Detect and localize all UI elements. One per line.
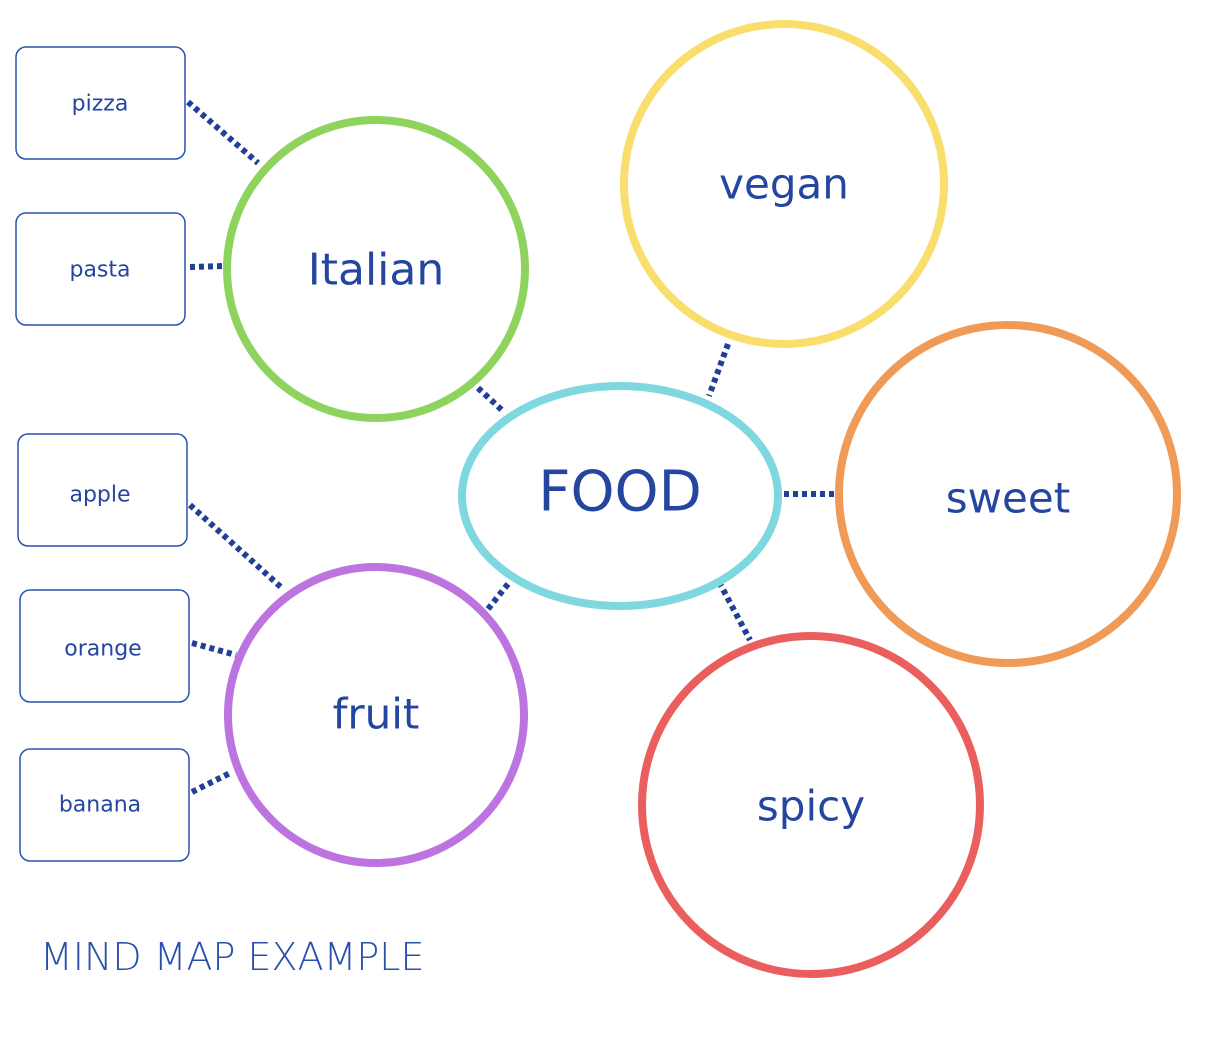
leaf-label-pizza: pizza (72, 92, 129, 117)
node-italian: Italian (223, 116, 529, 422)
vegan-label: vegan (719, 160, 849, 209)
leaf-pizza: pizza (15, 46, 186, 160)
leaf-box-orange (19, 589, 190, 703)
connector-fruit-banana (190, 769, 234, 795)
node-center: FOOD (458, 382, 782, 610)
spicy-label: spicy (757, 782, 865, 831)
fruit-circle (224, 563, 528, 867)
italian-circle (223, 116, 529, 422)
italian-label: Italian (308, 245, 445, 296)
leaf-label-banana: banana (59, 793, 141, 818)
node-fruit: fruit (224, 563, 528, 867)
connector-food-spicy (716, 580, 753, 642)
leaf-box-pizza (15, 46, 186, 160)
leaf-apple: apple (17, 433, 188, 547)
connectors (186, 99, 838, 795)
connector-food-fruit (485, 582, 511, 611)
connector-fruit-apple (187, 502, 286, 592)
connector-fruit-orange (191, 640, 237, 658)
leaf-box-pasta (15, 212, 186, 326)
connector-food-italian (475, 385, 507, 415)
vegan-circle (620, 20, 948, 348)
node-vegan: vegan (620, 20, 948, 348)
leaf-label-pasta: pasta (69, 258, 130, 283)
leaf-box-banana (19, 748, 190, 862)
leaf-banana: banana (19, 748, 190, 862)
connector-italian-pizza (186, 99, 260, 166)
center-ellipse (458, 382, 782, 610)
sweet-circle (835, 321, 1181, 667)
node-spicy: spicy (638, 632, 984, 978)
leaf-orange: orange (19, 589, 190, 703)
diagram-caption: MIND MAP EXAMPLE (40, 935, 424, 979)
leaf-pasta: pasta (15, 212, 186, 326)
leaf-label-orange: orange (64, 637, 141, 662)
connector-food-vegan (706, 342, 731, 398)
connector-italian-pasta (189, 263, 225, 270)
sweet-label: sweet (946, 474, 1070, 523)
center-label: FOOD (538, 460, 702, 525)
fruit-label: fruit (333, 690, 420, 739)
leaf-box-apple (17, 433, 188, 547)
node-sweet: sweet (835, 321, 1181, 667)
leaf-label-apple: apple (69, 483, 130, 508)
spicy-circle (638, 632, 984, 978)
